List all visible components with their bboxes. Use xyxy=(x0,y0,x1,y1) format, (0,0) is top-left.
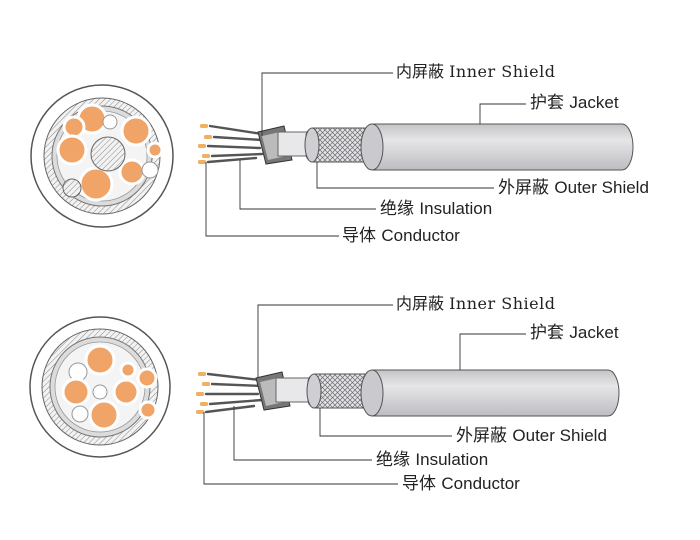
label-zh: 绝缘 xyxy=(376,450,410,470)
cross-section-1 xyxy=(30,84,174,228)
leader-lines-2 xyxy=(203,304,526,485)
label-zh: 内屏蔽 xyxy=(396,294,445,313)
label-zh: 绝缘 xyxy=(380,199,414,219)
label-zh: 外屏蔽 xyxy=(456,426,507,446)
label-inner-shield-2: 内屏蔽 Inner Shield xyxy=(396,296,555,312)
label-insulation-2: 绝缘 Insulation xyxy=(376,451,488,469)
label-outer-shield-1: 外屏蔽 Outer Shield xyxy=(498,179,649,197)
label-zh: 护套 xyxy=(530,323,564,343)
diagram-1 xyxy=(30,72,634,237)
label-zh: 护套 xyxy=(530,93,564,113)
side-view-2 xyxy=(196,369,620,417)
label-outer-shield-2: 外屏蔽 Outer Shield xyxy=(456,427,607,445)
label-jacket-2: 护套 Jacket xyxy=(530,324,619,342)
label-zh: 导体 xyxy=(402,474,436,494)
label-inner-shield-1: 内屏蔽 Inner Shield xyxy=(396,64,555,80)
diagram-2 xyxy=(29,304,620,485)
label-en: Insulation xyxy=(415,450,489,469)
label-conductor-2: 导体 Conductor xyxy=(402,475,520,493)
label-en: Jacket xyxy=(569,93,619,112)
label-en: Conductor xyxy=(441,474,520,493)
label-en: Outer Shield xyxy=(554,178,649,197)
label-zh: 导体 xyxy=(342,226,376,246)
label-zh: 内屏蔽 xyxy=(396,62,445,81)
label-en: Conductor xyxy=(381,226,460,245)
leader-lines-1 xyxy=(205,72,526,237)
label-en: Insulation xyxy=(419,199,493,218)
side-view-1 xyxy=(198,123,634,171)
label-conductor-1: 导体 Conductor xyxy=(342,227,460,245)
cross-section-2 xyxy=(29,316,171,458)
label-en: Outer Shield xyxy=(512,426,607,445)
label-zh: 外屏蔽 xyxy=(498,178,549,198)
label-en: Inner Shield xyxy=(449,62,556,81)
label-en: Jacket xyxy=(569,323,619,342)
label-jacket-1: 护套 Jacket xyxy=(530,94,619,112)
label-en: Inner Shield xyxy=(449,294,556,313)
label-insulation-1: 绝缘 Insulation xyxy=(380,200,492,218)
